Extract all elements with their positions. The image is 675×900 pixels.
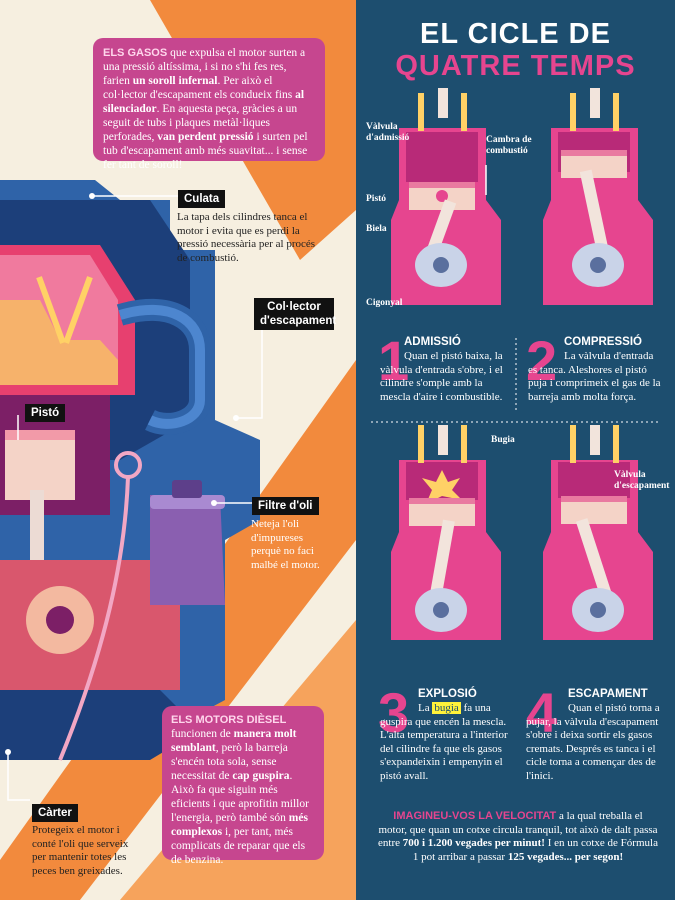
diesel-lead: ELS MOTORS DIÈSEL xyxy=(171,714,287,726)
diesel-info-box: ELS MOTORS DIÈSEL funcionen de manera mo… xyxy=(162,706,324,866)
cylinder-2-diagram xyxy=(543,88,653,305)
step-3-text: La bugia fa una guspira que encén la mes… xyxy=(380,702,514,783)
carter-description: Protegeix el motor i conté l'oli que ser… xyxy=(32,824,129,877)
engine-illustration-panel: ELS GASOS que expulsa el motor surten a … xyxy=(0,0,356,900)
title-line-2: QUATRE TEMPS xyxy=(395,50,636,82)
diesel-text-3: . Això fa que siguin més eficients i que… xyxy=(171,770,309,824)
spark-plug-label: Bugia xyxy=(491,435,515,445)
gasos-bold-2: al silenciador xyxy=(103,89,305,115)
gasos-text-2: . Per això el col·lector d'escapament el… xyxy=(103,75,296,101)
cylinder-3-diagram xyxy=(391,425,501,640)
step-3-text-rest: fa una guspira que encén la mescla. L'al… xyxy=(380,702,508,782)
crankshaft-label: Cigonyal xyxy=(366,298,403,308)
diesel-text-2: , però la barreja s'encén tota sola, sen… xyxy=(171,742,288,782)
speed-info-box: IMAGINEU-VOS LA VELOCITAT a la qual treb… xyxy=(378,810,658,864)
gasos-bold-1: un soroll infernal xyxy=(132,75,218,87)
speed-lead: IMAGINEU-VOS LA VELOCITAT xyxy=(393,810,557,822)
engine-illustration xyxy=(0,0,356,900)
cylinder-1-diagram xyxy=(391,88,501,305)
valve-intake-label: Vàlvula d'admissió xyxy=(366,122,410,143)
gasos-text-3: . En aquesta peça, gràcies a un seguit d… xyxy=(103,103,298,143)
speed-bold-1: 700 i 1.200 vegades per minut! xyxy=(402,837,545,849)
diesel-text-1: funcionen de xyxy=(171,728,234,740)
step-1-title: ADMISSIÓ xyxy=(404,336,461,348)
step-3-number: 3 xyxy=(378,681,410,744)
four-stroke-cycle-panel: EL CICLE DE QUATRE TEMPS xyxy=(356,0,675,900)
step-2-number: 2 xyxy=(526,329,558,392)
step-3-highlight: bugia xyxy=(432,702,461,714)
culata-label: Culata xyxy=(178,190,226,208)
gasos-text-1: que expulsa el motor surten a una pressi… xyxy=(103,47,306,87)
diesel-bold-3: més complexos xyxy=(171,812,308,838)
gasos-text-4: i surten pel tub d'escapament amb més su… xyxy=(103,131,308,171)
speed-text-2: I en un cotxe de Fórmula 1 pot arribar a… xyxy=(412,837,658,863)
gasos-bold-3: van perdent pressió xyxy=(157,131,254,143)
culata-description: La tapa dels cilindres tanca el motor i … xyxy=(177,211,316,264)
step-3-text-pre: La xyxy=(418,702,433,714)
oil-filter-label: Filtre d'oli xyxy=(252,497,319,515)
step-3-title: EXPLOSIÓ xyxy=(418,688,477,700)
step-1-number: 1 xyxy=(378,329,410,392)
diesel-bold-1: manera molt semblant xyxy=(171,728,297,754)
diesel-bold-2: cap guspira xyxy=(232,770,290,782)
step-4-number: 4 xyxy=(526,681,558,744)
speed-bold-2: 125 vegades... per segon! xyxy=(507,850,624,863)
collector-label: Col·lector d'escapament xyxy=(254,298,336,330)
step-4-title: ESCAPAMENT xyxy=(568,688,648,700)
cycle-diagrams xyxy=(371,88,661,640)
gasos-lead: ELS GASOS xyxy=(103,47,168,59)
step-4-text: Quan el pistó torna a pujar, la vàlvula … xyxy=(526,702,660,782)
connecting-rod-label: Biela xyxy=(366,224,387,234)
title-line-1: EL CICLE DE xyxy=(420,18,611,50)
step-1-text: Quan el pistó baixa, la vàlvula d'entrad… xyxy=(380,350,503,403)
piston-diagram-label: Pistó xyxy=(366,194,387,204)
valve-exhaust-label: Vàlvula d'escapament xyxy=(614,470,670,491)
oil-filter-description: Neteja l'oli d'impureses perquè no faci … xyxy=(251,518,320,571)
step-2-text: La vàlvula d'entrada es tanca. Aleshores… xyxy=(528,350,661,403)
speed-text-1: a la qual treballa el motor, que quan un… xyxy=(378,810,658,849)
piston-label: Pistó xyxy=(25,404,66,422)
carter-label: Càrter xyxy=(32,804,78,822)
diesel-text-4: i, per tant, més complicats de reparar q… xyxy=(171,826,306,866)
combustion-chamber-label: Cambra de combustió xyxy=(486,135,532,156)
exhaust-gases-info-box: ELS GASOS que expulsa el motor surten a … xyxy=(93,38,325,171)
cylinder-4-diagram xyxy=(543,425,653,640)
step-2-title: COMPRESSIÓ xyxy=(564,336,642,348)
